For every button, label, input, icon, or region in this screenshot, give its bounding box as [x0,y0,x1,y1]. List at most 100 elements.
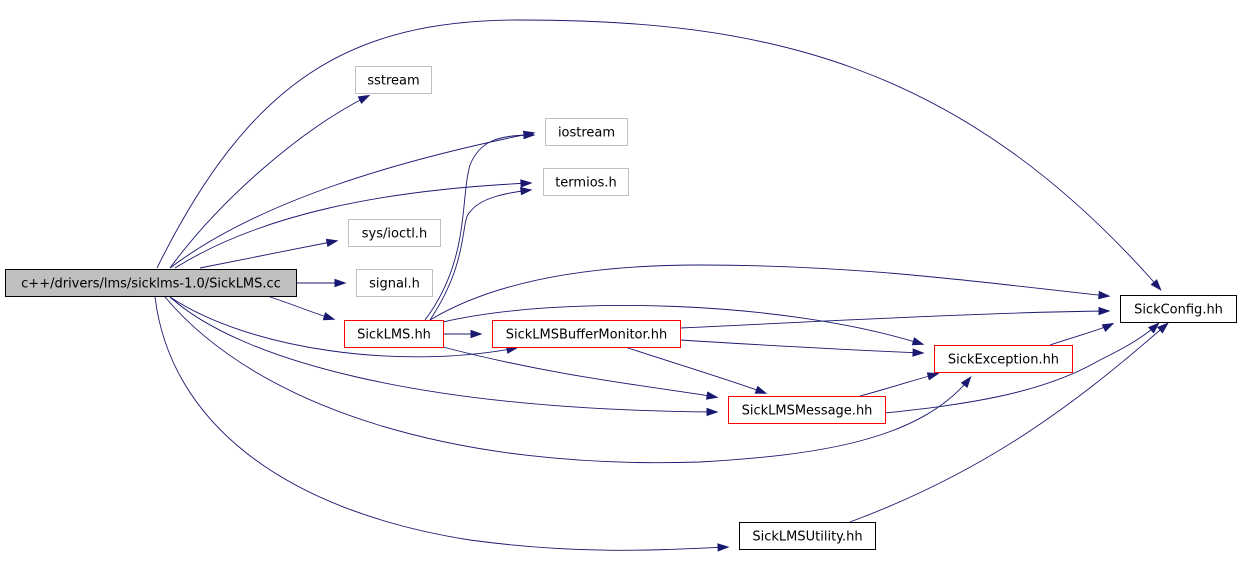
node-box [728,396,886,424]
node-box [356,269,433,297]
node-box [344,320,444,348]
node-label: signal.h [369,277,420,292]
node-label: c++/drivers/lms/sicklms-1.0/SickLMS.cc [21,277,281,292]
node-label: SickLMSUtility.hh [752,530,862,545]
edge-line [429,264,1109,321]
nodes-layer: c++/drivers/lms/sicklms-1.0/SickLMS.cc ss… [5,66,1237,550]
arrowhead-icon [705,391,719,400]
edge-sickexception_hh-to-sickconfig_hh [1049,322,1115,346]
edge-sicklms_cc-to-sys_ioctl_h [199,238,339,269]
node-sicklmsmessage-hh[interactable]: SickLMSMessage.hh [728,396,886,424]
edge-buffermonitor_hh-to-sicklmsmessage_hh [624,346,768,394]
edge-line [156,19,1161,290]
edge-sicklms_cc-to-sicklmsmessage_hh [169,296,719,417]
edge-sicklms_hh-to-buffermonitor_hh [443,329,483,339]
node-sstream: sstream [355,66,432,94]
arrowhead-icon [1148,322,1160,334]
edge-line [624,346,766,394]
node-label: termios.h [555,176,617,191]
node-box [348,219,441,247]
arrowhead-icon [470,329,483,339]
edge-line [442,346,717,398]
arrowhead-icon [325,238,339,247]
arrowhead-icon [1098,306,1111,316]
arrowhead-icon [912,348,925,357]
edge-line [442,304,923,345]
arrowhead-icon [926,372,940,381]
arrowhead-icon [1101,322,1115,333]
edge-line [269,296,334,320]
arrowhead-icon [520,186,533,196]
edge-sicklms_cc-to-signal_h [296,278,347,288]
node-label: iostream [558,126,615,141]
edge-line [849,323,1168,523]
edge-line [169,296,517,358]
node-box [543,168,629,196]
edge-sicklms_cc-to-termios_h [174,179,533,269]
arrowhead-icon [1157,322,1169,334]
edge-sicklms_hh-to-sickexception_hh [442,304,925,346]
edge-sicklms_cc-to-iostream [169,130,536,269]
edge-sicklms_cc-to-sstream [169,94,371,269]
node-box [492,320,681,348]
edge-line [164,296,971,464]
arrowhead-icon [960,376,972,389]
node-iostream: iostream [545,118,628,146]
arrowhead-icon [357,94,371,105]
edge-sicklms_hh-to-termios_h [429,186,533,321]
node-label: SickLMSMessage.hh [742,404,873,419]
node-box [355,66,432,94]
edge-line [424,134,534,321]
edge-sicklmsmessage_hh-to-sickconfig_hh [884,322,1160,414]
edges-layer [154,19,1169,552]
node-box [739,522,876,550]
arrowhead-icon [717,543,730,552]
edge-line [174,182,531,269]
node-label: SickLMS.hh [357,328,431,343]
edge-line [1049,323,1113,346]
edge-sicklms_cc-to-sickconfig_hh [156,19,1162,291]
edge-sicklms_hh-to-sicklmsmessage_hh [442,346,719,400]
node-sys-ioctl-h: sys/ioctl.h [348,219,441,247]
node-box [1120,295,1237,323]
arrowhead-icon [754,385,768,394]
node-box [934,345,1073,373]
edge-buffermonitor_hh-to-sickconfig_hh [679,306,1111,329]
edge-sicklmsutility_hh-to-sickconfig_hh [849,322,1169,523]
edge-sicklms_cc-to-sicklms_hh [269,296,336,321]
edge-sicklmsmessage_hh-to-sickexception_hh [859,372,940,397]
edge-line [859,373,938,397]
edge-line [884,323,1159,414]
edge-line [679,310,1109,329]
node-sickexception-hh[interactable]: SickException.hh [934,345,1073,373]
node-label: sstream [367,74,419,89]
edge-line [169,95,369,269]
edge-line [169,296,717,413]
arrowhead-icon [1150,279,1162,291]
edge-line [679,339,923,354]
edge-sicklms_cc-to-sickexception_hh [164,296,972,464]
arrowhead-icon [706,407,719,417]
arrowhead-icon [322,312,336,321]
edge-line [199,240,337,269]
node-label: SickConfig.hh [1134,303,1223,318]
edge-line [154,296,728,551]
node-sickconfig-hh[interactable]: SickConfig.hh [1120,295,1237,323]
node-box [5,269,297,297]
edge-line [169,132,534,269]
edge-sicklms_hh-to-sickconfig_hh [429,264,1111,321]
arrowhead-icon [911,337,925,346]
node-sicklms-hh[interactable]: SickLMS.hh [344,320,444,348]
arrowhead-icon [523,130,536,140]
node-sicklmsutility-hh[interactable]: SickLMSUtility.hh [739,522,876,550]
edge-sicklms_hh-to-iostream [424,130,536,321]
arrowhead-icon [334,278,347,288]
node-signal-h: signal.h [356,269,433,297]
node-buffermonitor-hh[interactable]: SickLMSBufferMonitor.hh [492,320,681,348]
node-termios-h: termios.h [543,168,629,196]
node-label: SickException.hh [948,353,1059,368]
node-label: SickLMSBufferMonitor.hh [506,328,668,343]
node-sicklms-cc[interactable]: c++/drivers/lms/sicklms-1.0/SickLMS.cc [5,269,297,297]
arrowhead-icon [520,179,533,188]
